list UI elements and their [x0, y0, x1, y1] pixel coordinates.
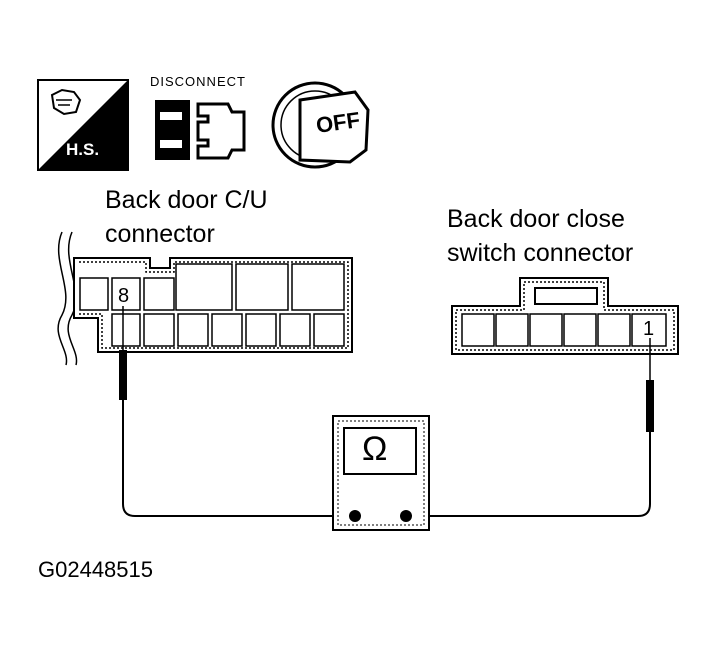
- left-connector-title-line2: connector: [105, 220, 215, 248]
- left-connector-title-line1: Back door C/U: [105, 186, 268, 214]
- disconnect-icon: [155, 100, 246, 160]
- right-pin-number: 1: [643, 318, 655, 340]
- ohmmeter: [332, 415, 430, 531]
- disconnect-label: DISCONNECT: [150, 74, 246, 89]
- left-pin-number: 8: [118, 285, 130, 307]
- right-connector-title-line1: Back door close: [447, 205, 625, 233]
- left-probe: [119, 306, 127, 400]
- right-test-lead: [406, 432, 651, 517]
- back-door-cu-connector: [57, 231, 353, 366]
- harness-sign-icon: [37, 79, 129, 171]
- ignition-off-icon: [271, 81, 370, 169]
- right-probe: [646, 338, 654, 432]
- left-test-lead: [122, 400, 355, 517]
- figure-code: G02448515: [38, 557, 153, 582]
- right-connector-title-line2: switch connector: [447, 239, 634, 267]
- harness-sign-label: H.S.: [66, 140, 100, 159]
- back-door-close-switch-connector: [451, 277, 679, 355]
- ohm-symbol: Ω: [362, 430, 388, 468]
